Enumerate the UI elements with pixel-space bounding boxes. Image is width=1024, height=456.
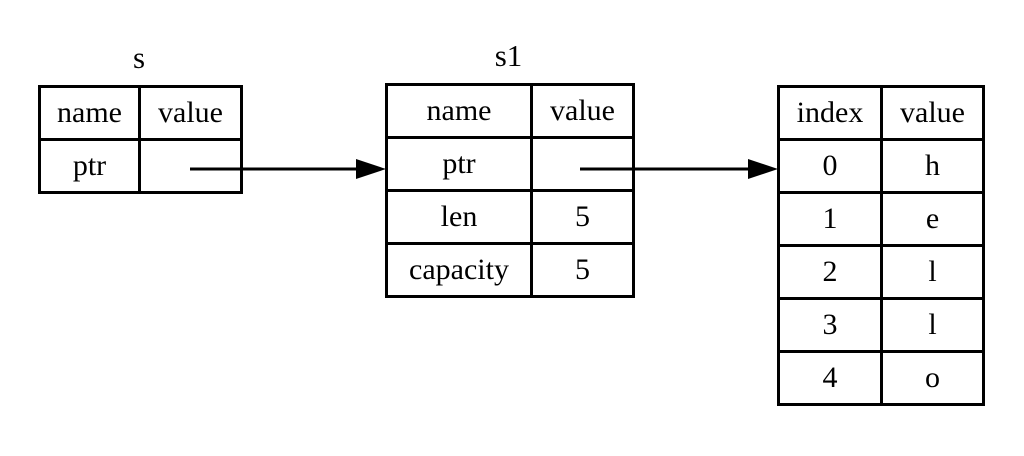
- table-s1: name value ptr len 5 capacity 5: [385, 83, 635, 298]
- heap-index-cell: 0: [777, 138, 883, 194]
- table-heap-header-index: index: [777, 85, 883, 141]
- table-s1-ptr-name-cell: ptr: [385, 136, 533, 192]
- heap-index-cell: 2: [777, 244, 883, 300]
- heap-value-cell: o: [880, 350, 985, 406]
- s1-ptr-to-heap-arrow: [580, 159, 778, 179]
- s-ptr-to-s1-arrow: [190, 159, 386, 179]
- table-s-header-row: name value: [38, 85, 243, 141]
- table-heap-header-row: index value: [777, 85, 985, 141]
- table-s1-len-value-cell: 5: [530, 189, 635, 245]
- table-row: capacity 5: [385, 242, 635, 298]
- table-heap-header-value: value: [880, 85, 985, 141]
- table-heap: index value 0 h 1 e 2 l 3 l 4 o: [777, 85, 985, 406]
- heap-value-cell: l: [880, 244, 985, 300]
- table-s1-len-name-cell: len: [385, 189, 533, 245]
- table-s1-header-row: name value: [385, 83, 635, 139]
- table-s-ptr-name-cell: ptr: [38, 138, 141, 194]
- heap-index-cell: 4: [777, 350, 883, 406]
- heap-index-cell: 1: [777, 191, 883, 247]
- heap-value-cell: l: [880, 297, 985, 353]
- table-s-header-value: value: [138, 85, 243, 141]
- table-s1-capacity-value-cell: 5: [530, 242, 635, 298]
- heap-value-cell: e: [880, 191, 985, 247]
- table-row: len 5: [385, 189, 635, 245]
- table-row: 4 o: [777, 350, 985, 406]
- heap-value-cell: h: [880, 138, 985, 194]
- table-row: ptr: [385, 136, 635, 192]
- table-row: 3 l: [777, 297, 985, 353]
- heap-index-cell: 3: [777, 297, 883, 353]
- table-s1-capacity-name-cell: capacity: [385, 242, 533, 298]
- table-s1-title: s1: [494, 38, 523, 73]
- table-row: 0 h: [777, 138, 985, 194]
- table-s-header-name: name: [38, 85, 141, 141]
- table-s1-header-name: name: [385, 83, 533, 139]
- table-s1-ptr-value-cell: [530, 136, 635, 192]
- table-s1-header-value: value: [530, 83, 635, 139]
- table-s: name value ptr: [38, 85, 243, 194]
- table-row: 1 e: [777, 191, 985, 247]
- table-s-title: s: [132, 40, 146, 75]
- table-row: 2 l: [777, 244, 985, 300]
- table-s-ptr-value-cell: [138, 138, 243, 194]
- table-row: ptr: [38, 138, 243, 194]
